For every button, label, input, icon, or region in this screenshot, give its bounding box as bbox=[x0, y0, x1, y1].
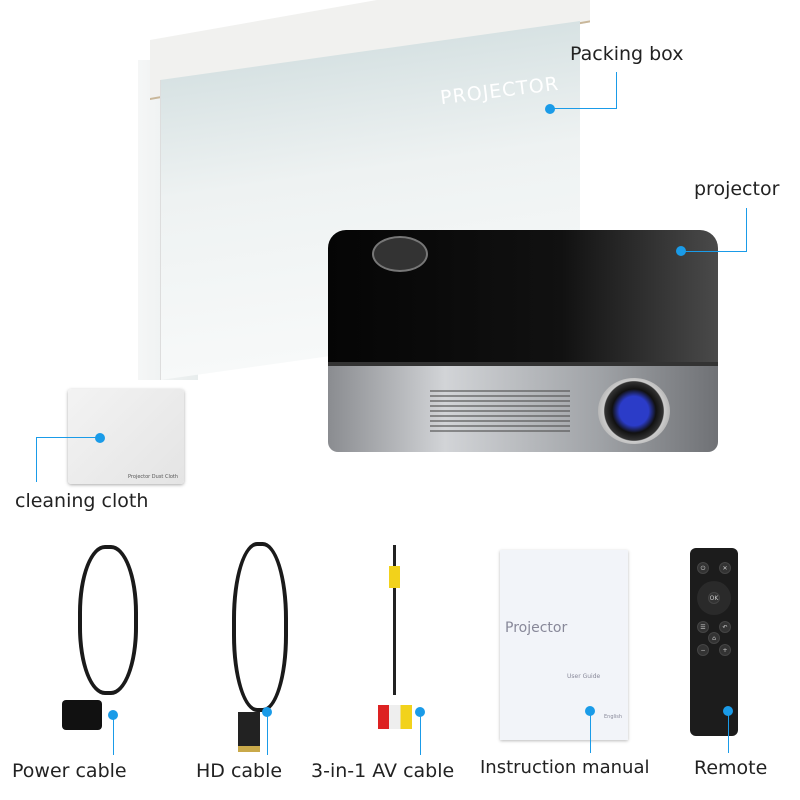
callout-line bbox=[728, 711, 729, 753]
label-power-cable: Power cable bbox=[12, 760, 127, 782]
callout-line bbox=[36, 437, 37, 482]
projector-lens bbox=[598, 378, 670, 444]
manual-language: English bbox=[604, 714, 623, 720]
manual-subtitle: User Guide bbox=[567, 673, 601, 680]
mute-button-icon: ✕ bbox=[719, 562, 731, 574]
label-projector: projector bbox=[694, 178, 780, 200]
power-cable bbox=[78, 545, 138, 695]
callout-line bbox=[681, 251, 747, 252]
hd-cable bbox=[232, 542, 288, 712]
av-yellow-plug bbox=[389, 566, 400, 588]
label-remote: Remote bbox=[694, 757, 768, 779]
volume-up-icon: + bbox=[719, 644, 731, 656]
manual-title: Projector bbox=[505, 620, 568, 636]
callout-line bbox=[420, 712, 421, 755]
label-cleaning-cloth: cleaning cloth bbox=[15, 490, 149, 512]
label-hd-cable: HD cable bbox=[196, 760, 283, 782]
callout-line bbox=[550, 108, 617, 109]
callout-dot-box bbox=[545, 104, 555, 114]
callout-line bbox=[113, 715, 114, 755]
home-button-icon: ⌂ bbox=[708, 632, 720, 644]
instruction-manual bbox=[500, 550, 628, 740]
label-instruction-manual: Instruction manual bbox=[480, 757, 650, 778]
vent-grill bbox=[430, 390, 570, 435]
power-plug bbox=[62, 700, 102, 730]
cleaning-cloth bbox=[68, 389, 184, 484]
callout-line bbox=[746, 208, 747, 252]
label-av-cable: 3-in-1 AV cable bbox=[311, 760, 455, 782]
remote-control: ⏻ ✕ OK ☰ ↶ ⌂ − + bbox=[690, 548, 738, 736]
callout-line bbox=[590, 711, 591, 753]
back-button-icon: ↶ bbox=[719, 621, 731, 633]
callout-line bbox=[267, 712, 268, 755]
ok-button: OK bbox=[708, 592, 720, 604]
label-packing-box: Packing box bbox=[570, 43, 684, 65]
callout-line bbox=[36, 437, 98, 438]
callout-line bbox=[616, 72, 617, 109]
menu-button-icon: ☰ bbox=[697, 621, 709, 633]
control-pad bbox=[372, 236, 428, 272]
cloth-print: Projector Dust Cloth bbox=[128, 474, 179, 480]
hd-connector bbox=[238, 712, 260, 752]
av-cable bbox=[393, 545, 396, 695]
av-plugs bbox=[378, 705, 412, 729]
callout-dot-cloth bbox=[95, 433, 105, 443]
volume-down-icon: − bbox=[697, 644, 709, 656]
power-button-icon: ⏻ bbox=[697, 562, 709, 574]
